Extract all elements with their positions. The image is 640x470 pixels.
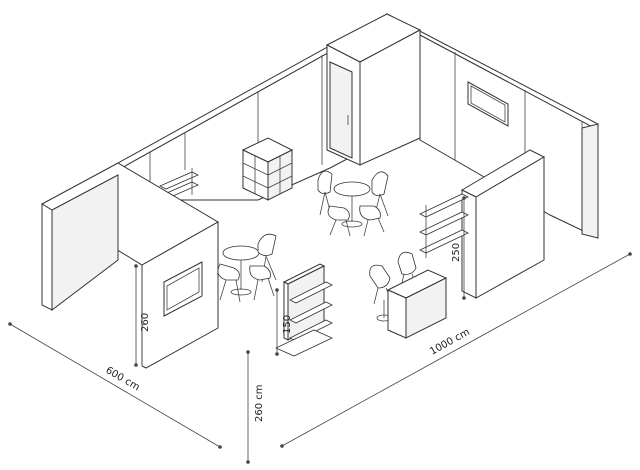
dimension-height: 260 cm	[246, 350, 265, 464]
dimension-storage-height-label: 260	[140, 313, 151, 332]
right-partition	[419, 149, 546, 299]
dimension-storage-height: 260	[134, 264, 151, 367]
front-storage-box	[40, 162, 219, 369]
storage-door[interactable]	[329, 61, 353, 159]
left-display-shelf	[275, 263, 333, 357]
dimension-shelf-height: 150	[275, 288, 293, 356]
storage-room	[325, 13, 422, 166]
table-set-back	[317, 170, 389, 237]
cube-shelving-unit	[241, 137, 294, 201]
dimension-height-label: 260 cm	[254, 384, 265, 422]
dimension-length: 1000 cm	[280, 252, 632, 448]
dimension-width-label: 600 cm	[104, 365, 142, 393]
table-set-left	[217, 233, 277, 303]
dimension-partition-height: 250	[451, 196, 466, 300]
reception-counter	[386, 269, 448, 339]
dimension-shelf-height-label: 150	[282, 315, 293, 334]
dimension-partition-height-label: 250	[451, 243, 462, 262]
back-wall-screen	[467, 81, 509, 127]
reception-area	[369, 251, 419, 322]
